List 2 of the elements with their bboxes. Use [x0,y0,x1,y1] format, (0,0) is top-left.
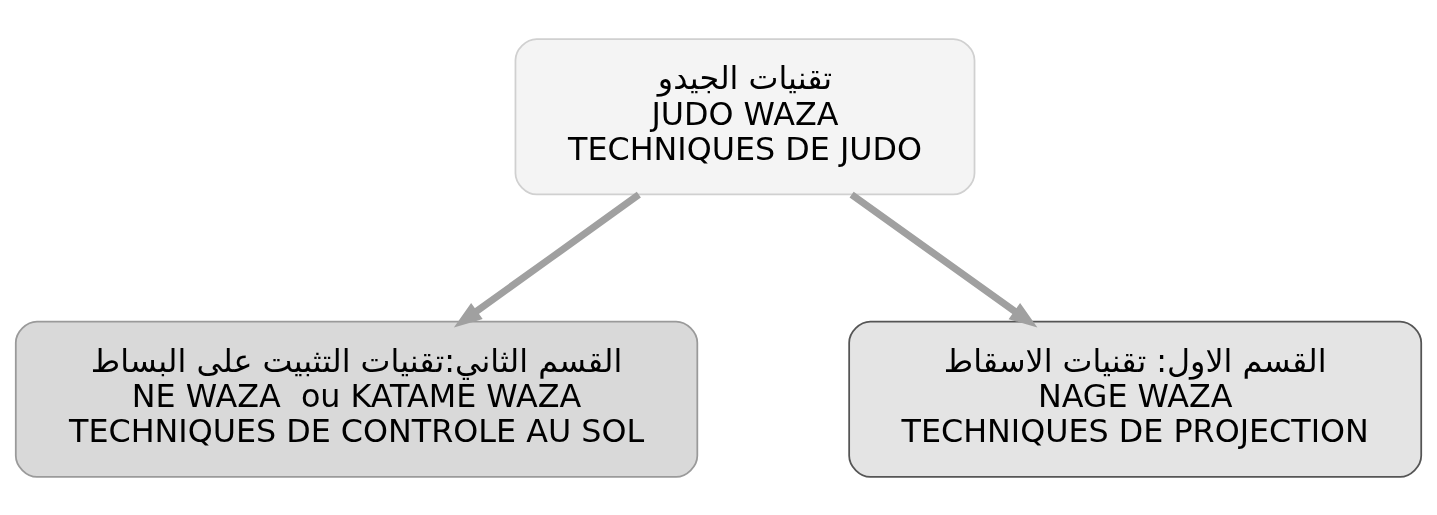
arrow [849,191,1038,328]
arrow [453,191,641,328]
